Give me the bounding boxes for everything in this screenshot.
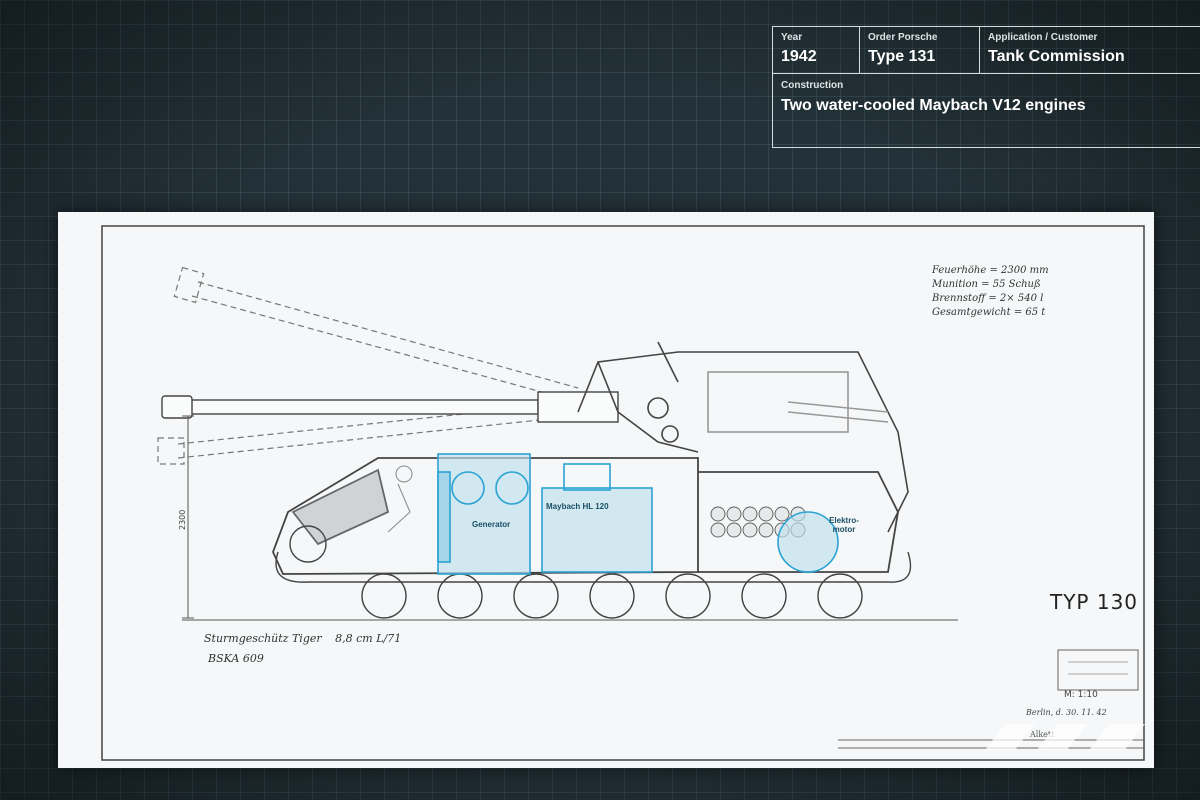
engine-label: Maybach HL 120 [546, 502, 609, 511]
superstructure [577, 341, 909, 533]
electric-motor [777, 511, 839, 573]
highlighted-components [437, 453, 839, 575]
generator-label: Generator [472, 520, 511, 529]
spec-list: Feuerhöhe = 2300 mm Munition = 55 Schuß … [932, 264, 1049, 320]
engine-block [541, 487, 653, 573]
model-name: Sturmgeschütz Tiger [204, 632, 322, 645]
running-gear [275, 525, 912, 619]
main-gun [161, 391, 619, 423]
drawing-code: BSKA 609 [208, 652, 264, 665]
height-dimension [182, 415, 194, 619]
spec-ammunition: Munition = 55 Schuß [932, 279, 1041, 290]
application-label: Application / Customer [988, 32, 1098, 43]
drawing-frame [101, 225, 1145, 761]
type-title: TYP 130 [1050, 590, 1139, 614]
year-cell: Year 1942 [773, 27, 859, 73]
checked-by: Alkett [1030, 730, 1055, 739]
spec-firing-height: Feuerhöhe = 2300 mm [932, 265, 1049, 276]
order-value: Type 131 [868, 48, 936, 65]
order-cell: Order Porsche Type 131 [859, 27, 979, 73]
year-value: 1942 [781, 48, 817, 65]
spec-weight: Gesamtgewicht = 65 t [932, 307, 1046, 318]
tank-drawing [101, 225, 1145, 761]
place-date: Berlin, d. 30. 11. 42 [1026, 708, 1107, 717]
hull [272, 457, 899, 575]
electric-motor-label: Elektro-motor [829, 516, 859, 534]
height-dimension-label: 2300 [178, 509, 187, 530]
vehicle-info-table: Year 1942 Order Porsche Type 131 Applica… [772, 26, 1200, 148]
gun-caliber: 8,8 cm L/71 [335, 632, 402, 645]
drawing-scale: M: 1:10 [1064, 690, 1098, 700]
construction-value: Two water-cooled Maybach V12 engines [781, 97, 1086, 114]
driver-figure [387, 465, 413, 533]
spec-fuel: Brennstoff = 2× 540 l [932, 293, 1044, 304]
elevated-gun [173, 266, 579, 403]
info-row-top: Year 1942 Order Porsche Type 131 Applica… [773, 27, 1200, 74]
application-cell: Application / Customer Tank Commission [979, 27, 1200, 73]
blueprint-sheet: Feuerhöhe = 2300 mm Munition = 55 Schuß … [58, 212, 1154, 768]
order-label: Order Porsche [868, 32, 938, 43]
application-value: Tank Commission [988, 48, 1125, 65]
generator-block [437, 453, 531, 575]
construction-label: Construction [781, 80, 844, 91]
model-line: Sturmgeschütz Tiger 8,8 cm L/71 [204, 632, 401, 645]
construction-cell: Construction Two water-cooled Maybach V1… [773, 74, 1200, 121]
year-label: Year [781, 32, 803, 43]
watermark-logo [985, 724, 1145, 750]
